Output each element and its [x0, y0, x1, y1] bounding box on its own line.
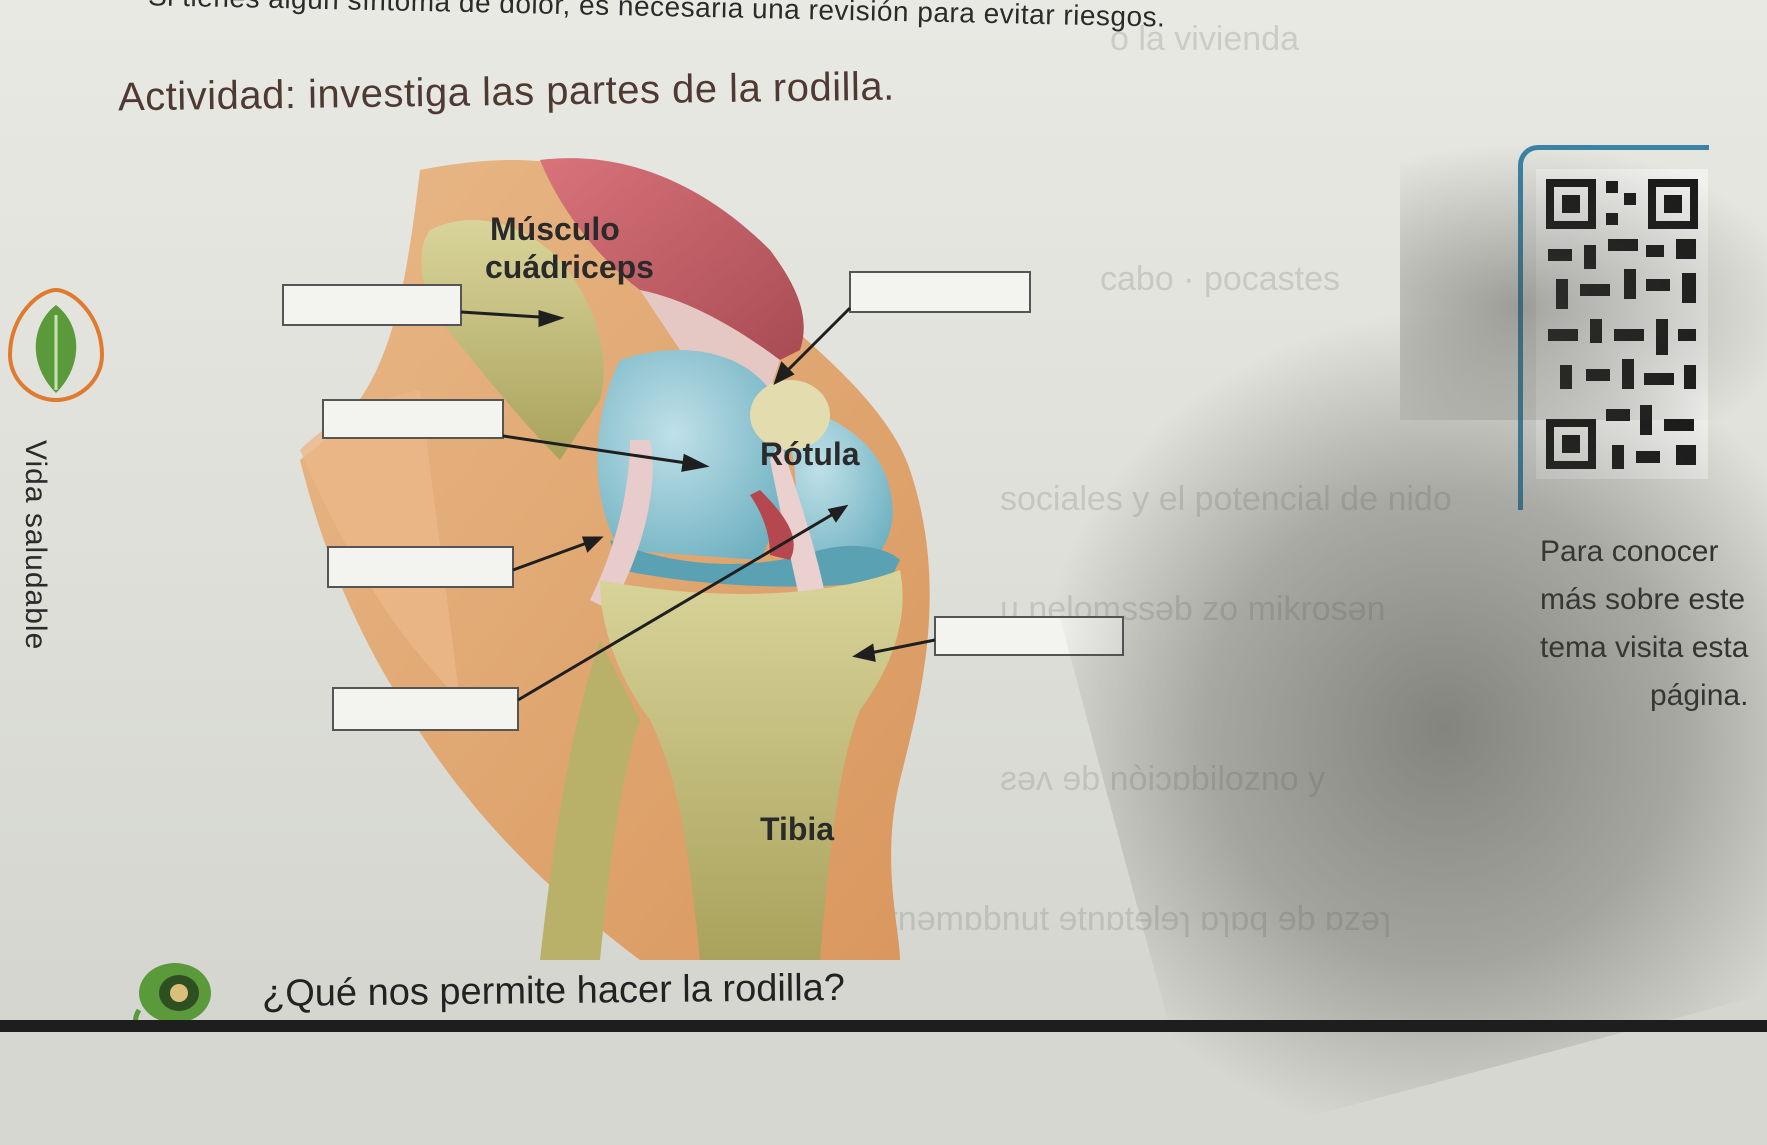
thought-bubble-icon [133, 963, 211, 1030]
warning-text: Si tienes algún síntoma de dolor, es nec… [147, 0, 1166, 33]
meniscus [610, 540, 900, 587]
blank-label-box[interactable] [849, 271, 1031, 313]
quadriceps-muscle [540, 158, 804, 370]
leaf-icon [7, 287, 105, 403]
page-edge [0, 1020, 1767, 1032]
fibula-bone [540, 640, 640, 960]
label-muscle: Músculo [490, 211, 620, 247]
activity-title: Actividad: investiga las partes de la ro… [117, 64, 895, 120]
femur-bone [421, 220, 604, 460]
blank-label-box[interactable] [322, 399, 504, 439]
question-text: ¿Qué nos permite hacer la rodilla? [261, 966, 846, 1016]
blank-label-box[interactable] [282, 284, 462, 326]
qr-caption-line: página. [1650, 679, 1749, 712]
qr-code-icon[interactable] [1536, 169, 1708, 479]
qr-caption-line: Para conocer [1540, 535, 1719, 568]
label-muscle-2: cuádriceps [485, 249, 654, 285]
lateral-ligament [590, 440, 653, 610]
bleed-through-text: o la vivienda [1110, 20, 1300, 58]
leader-line [512, 538, 596, 572]
section-label: Vida saludable [19, 440, 52, 651]
blank-label-box[interactable] [934, 616, 1124, 656]
blank-label-box[interactable] [327, 546, 514, 588]
leader-line [778, 306, 852, 380]
label-tibia: Tibia [760, 811, 834, 847]
label-patella: Rótula [760, 436, 860, 472]
leader-line [502, 434, 701, 467]
qr-caption-line: tema visita esta [1540, 631, 1749, 664]
blank-label-box[interactable] [332, 687, 519, 731]
tibia-bone [600, 570, 903, 960]
qr-block [1518, 145, 1718, 515]
leader-line [517, 508, 841, 702]
qr-caption-line: más sobre este [1540, 583, 1746, 616]
patella [750, 380, 830, 450]
qr-caption: Para conocer más sobre este tema visita … [1540, 528, 1760, 720]
knee-diagram: Músculo cuádriceps Rótula Tibia [282, 158, 1124, 960]
